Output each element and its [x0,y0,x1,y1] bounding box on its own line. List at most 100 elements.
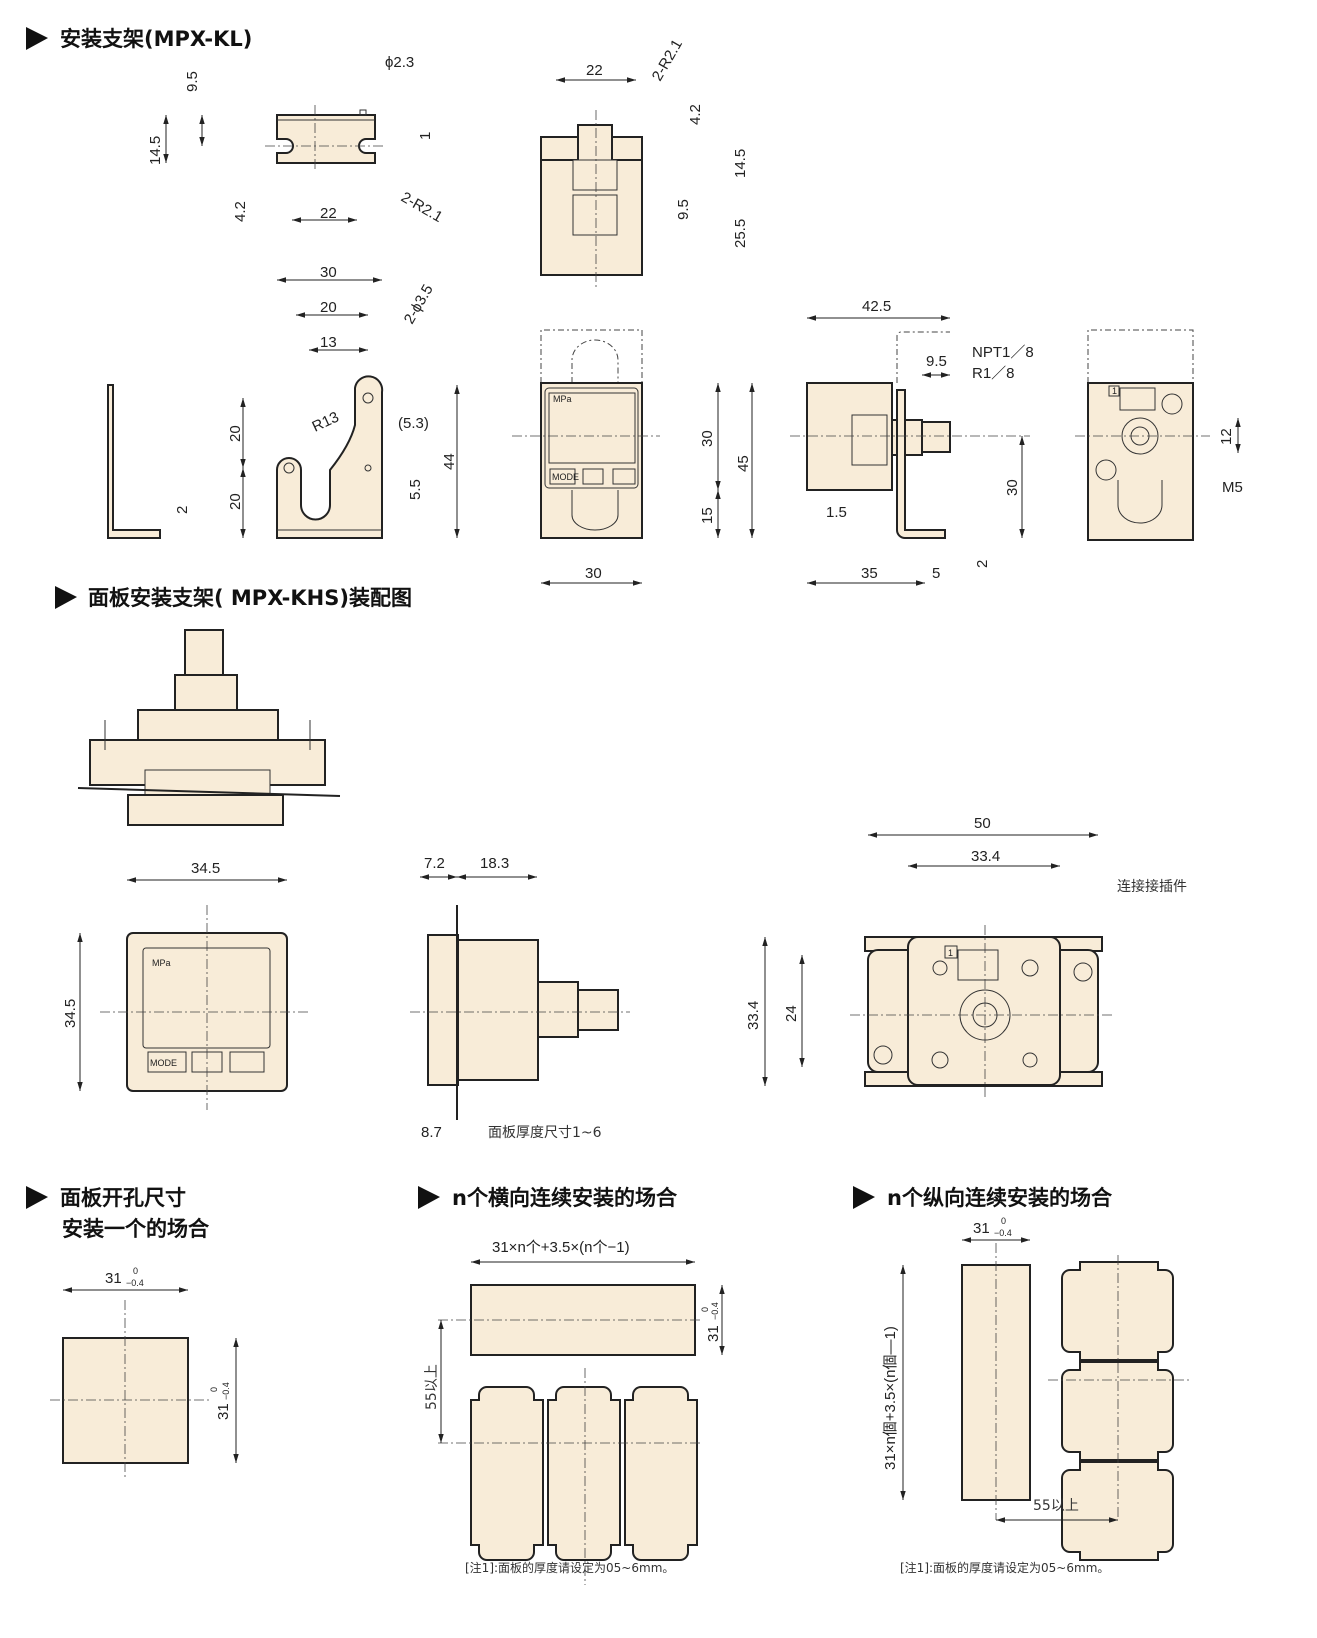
dim-22-top: 22 [586,62,603,79]
pin-1-label-rear: 1 [948,948,953,958]
dim-34-5-w: 34.5 [191,860,220,877]
dim-45: 45 [735,455,752,472]
khs-assembly-illustration [77,629,341,826]
section-marker-icon [26,27,48,50]
dim-2-side: 2 [174,506,191,514]
cutout-single [50,1300,210,1480]
section-marker-icon [853,1186,875,1209]
panel-thickness-label: 面板厚度尺寸1~6 [488,1125,602,1141]
tol-lower-horiz: −0.4 [710,1302,720,1320]
section-title-vertical: n个纵向连续安装的场合 [887,1186,1113,1210]
dim-r13: R13 [310,409,342,436]
sensor-top-view [540,110,643,290]
pitch-55-vert: 55以上 [1033,1498,1079,1514]
sensor-outline [1061,1261,1174,1361]
dim-8-7: 8.7 [421,1124,442,1141]
section-title-khs: 面板安装支架( MPX-KHS)装配图 [88,586,412,610]
dim-42-5: 42.5 [862,298,891,315]
dim-20: 20 [320,299,337,316]
dim-2-phi-3-5: 2-ϕ3.5 [401,282,437,327]
dim-1: 1 [417,132,434,140]
dim-14-5-top: 14.5 [732,149,749,178]
tol-upper: 0 [133,1266,138,1276]
tol-upper-h: 0 [209,1387,219,1392]
dim-4-2: 4.2 [232,201,249,222]
dim-30-side: 30 [1004,479,1021,496]
panel-rear-view [850,925,1115,1100]
sensor-outline [1061,1461,1174,1561]
dim-9-5-top: 9.5 [675,199,692,220]
thread-m5: M5 [1222,479,1243,496]
cutout-vertical [961,1243,1190,1561]
sensor-rear-view [1075,329,1210,541]
sensor-outline [470,1386,544,1561]
dim-30-h: 30 [585,565,602,582]
dim-phi-2-3: ϕ2.3 [385,54,414,71]
dim-50: 50 [974,815,991,832]
dim-13: 13 [320,334,337,351]
tol-lower-vert: −0.4 [994,1228,1012,1238]
dim-34-5-h: 34.5 [62,999,79,1028]
thread-r: R1／8 [972,365,1015,382]
dim-20-upper: 20 [227,425,244,442]
dim-20-lower: 20 [227,493,244,510]
sensor-side-view [790,331,1030,539]
panel-side-view [410,905,630,1120]
height-formula: 31×n個+3.5×(n個—1) [882,1326,899,1470]
dim-31-w-vert: 31 [973,1220,990,1237]
dim-5: 5 [932,565,940,582]
dim-5-5: 5.5 [407,479,424,500]
note-horizontal: [注1]:面板的厚度请设定为05~6mm。 [465,1560,674,1575]
sensor-outline [624,1386,698,1561]
section-marker-icon [55,586,77,609]
pin-1-label: 1 [1112,386,1117,396]
dim-15: 15 [699,507,716,524]
panel-front-view [100,905,310,1110]
mode-button-label-panel: MODE [150,1058,177,1068]
dim-4-2-top: 4.2 [687,104,704,125]
kl-bracket-front-view [107,375,384,539]
dim-25-5-top: 25.5 [732,219,749,248]
pitch-55-horiz: 55以上 [424,1364,440,1410]
section-title-kl: 安装支架(MPX-KL) [60,27,252,51]
dim-44: 44 [441,453,458,470]
thread-npt: NPT1／8 [972,344,1034,361]
dim-22: 22 [320,205,337,222]
dim-14-5: 14.5 [147,136,164,165]
kl-bracket-top-view [265,105,385,170]
section-subtitle-cutout: 安装一个的场合 [62,1217,210,1241]
dim-35: 35 [861,565,878,582]
dim-30-v: 30 [699,430,716,447]
dim-2-side-b: 2 [974,560,991,568]
unit-label: MPa [553,394,572,404]
sensor-outline [1061,1361,1174,1461]
width-formula: 31×n个+3.5×(n个−1) [492,1239,630,1256]
sensor-front-view [512,329,660,539]
section-marker-icon [26,1186,48,1209]
dim-33-4-h: 33.4 [745,1001,762,1030]
tol-lower: −0.4 [126,1278,144,1288]
section-marker-icon [418,1186,440,1209]
tol-upper-horiz: 0 [700,1307,710,1312]
dim-7-2: 7.2 [424,855,445,872]
dim-1-5: 1.5 [826,504,847,521]
sensor-outline [547,1386,621,1561]
dim-9-5: 9.5 [184,71,201,92]
connector-label: 连接接插件 [1117,878,1187,895]
dim-18-3: 18.3 [480,855,509,872]
tol-lower-h: −0.4 [221,1382,231,1400]
dim-31-h: 31 [215,1403,232,1420]
dim-31-w: 31 [105,1270,122,1287]
section-title-horizontal: n个横向连续安装的场合 [452,1186,678,1210]
dim-5-3: (5.3) [398,415,429,432]
dim-33-4-w: 33.4 [971,848,1000,865]
dim-24: 24 [783,1005,800,1022]
dim-12: 12 [1218,428,1235,445]
note-vertical: [注1]:面板的厚度请设定为05~6mm。 [900,1560,1109,1575]
dim-2-r2-1-top: 2-R2.1 [649,37,686,84]
dim-9-5-side: 9.5 [926,353,947,370]
cutout-horizontal [438,1284,700,1585]
section-title-cutout: 面板开孔尺寸 [60,1186,186,1210]
